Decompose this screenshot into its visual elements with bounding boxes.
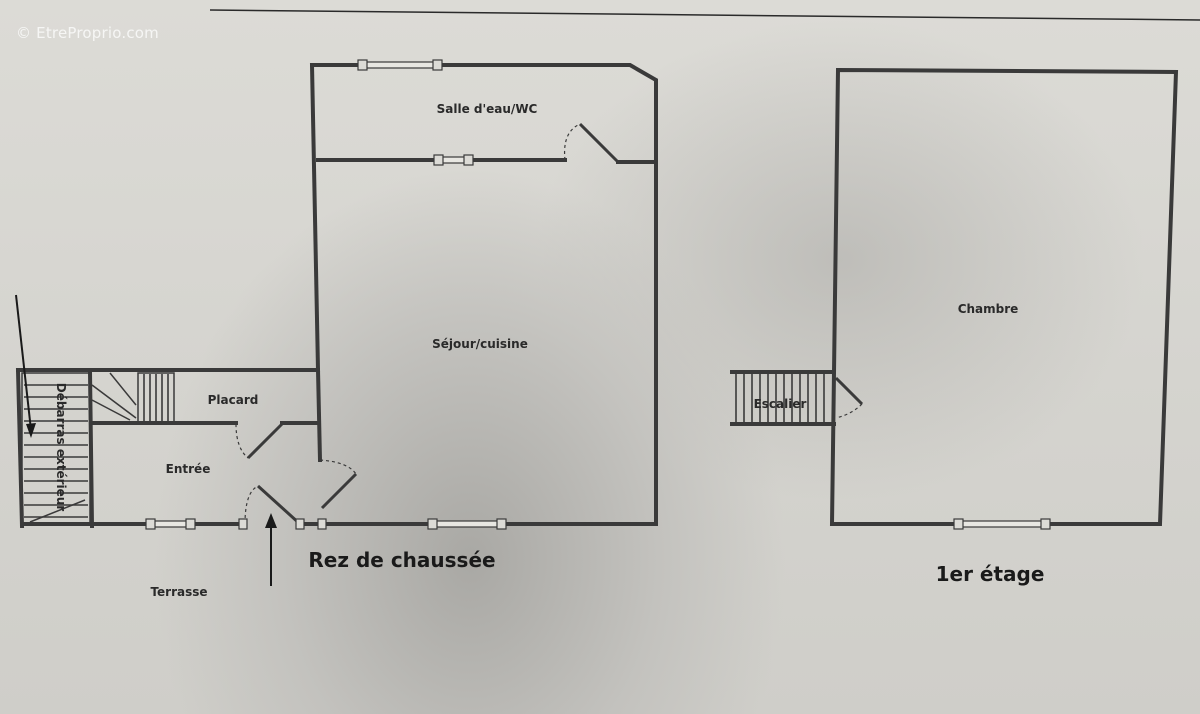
entry-arrow xyxy=(265,513,277,586)
room-label-salle-eau: Salle d'eau/WC xyxy=(437,102,538,116)
first-floor-title: 1er étage xyxy=(936,562,1045,586)
room-label-terrasse: Terrasse xyxy=(150,585,207,599)
debarras-stair xyxy=(21,372,91,524)
window-bathroom-top xyxy=(357,59,443,71)
window-entree-bottom xyxy=(145,518,248,530)
main-block-walls xyxy=(310,63,658,526)
ground-floor-title: Rez de chaussée xyxy=(308,548,495,572)
placard-stair xyxy=(137,372,175,424)
debarras-arrow xyxy=(15,294,36,438)
main-block-left-wall xyxy=(309,62,321,373)
sejour-left-wall-lower xyxy=(315,367,323,463)
room-label-chambre: Chambre xyxy=(958,302,1019,316)
window-chambre-bottom xyxy=(953,518,1051,530)
bathroom-door xyxy=(563,122,620,164)
room-label-entree: Entrée xyxy=(166,462,211,476)
ground-floor-plan: Salle d'eau/WC Séjour/cuisine Placard En… xyxy=(15,59,658,599)
room-label-debarras: Débarras extérieur xyxy=(54,383,68,512)
window-sejour-bottom xyxy=(427,518,507,530)
room-label-sejour: Séjour/cuisine xyxy=(432,337,528,351)
entry-doors xyxy=(244,459,358,526)
door-jamb-marker-2 xyxy=(317,518,327,530)
door-jamb-marker xyxy=(295,518,305,530)
watermark: © EtreProprio.com xyxy=(16,24,159,42)
first-floor-stair xyxy=(730,370,836,426)
window-partition xyxy=(433,154,474,166)
room-label-placard: Placard xyxy=(208,393,259,407)
paper-edge-line xyxy=(209,9,1200,21)
room-label-escalier: Escalier xyxy=(754,397,807,411)
placard-door xyxy=(235,422,284,460)
stair-winder xyxy=(91,372,137,421)
first-floor-plan: Chambre Escalier 1er étage xyxy=(730,67,1179,586)
chambre-walls xyxy=(829,67,1179,526)
placard-stair-steps xyxy=(143,374,169,422)
chambre-door xyxy=(834,376,864,419)
